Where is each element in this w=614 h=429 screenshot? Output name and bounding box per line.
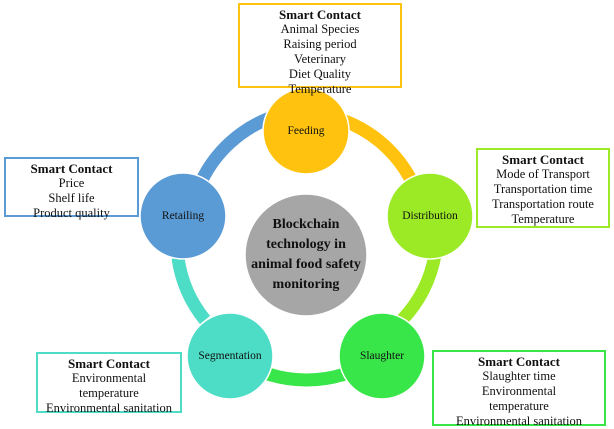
- center-label: Blockchain technology in animal food saf…: [251, 217, 361, 292]
- box-item: Veterinary: [293, 52, 347, 66]
- arc-segmentation-retailing: [171, 256, 211, 325]
- box-item: Environmental: [481, 384, 557, 398]
- box-item: Product quality: [33, 206, 110, 220]
- slaughter-contract-box: Smart Contact Slaughter time Environment…: [432, 350, 606, 428]
- node-slaughter: Slaughter: [359, 350, 405, 362]
- box-item: Raising period: [283, 37, 357, 51]
- box-item: Temperature: [511, 212, 575, 226]
- box-item: Transportation time: [493, 182, 593, 196]
- segmentation-contract-box: Smart Contact Environmental temperature …: [36, 352, 182, 415]
- distribution-contract-box: Smart Contact Mode of Transport Transpor…: [476, 148, 610, 228]
- box-title: Smart Contact: [478, 354, 560, 369]
- retailing-contract-box: Smart Contact Price Shelf life Product q…: [4, 157, 139, 220]
- node-feeding: Feeding: [287, 125, 325, 137]
- box-item: Mode of Transport: [496, 167, 590, 181]
- box-title: Smart Contact: [68, 356, 150, 371]
- box-item: Slaughter time: [482, 369, 556, 383]
- box-item: Environmental: [71, 371, 147, 385]
- box-item: Environmental sanitation: [45, 401, 172, 415]
- box-item: Shelf life: [48, 191, 95, 205]
- box-title: Smart Contact: [502, 152, 584, 167]
- arc-retailing-feeding: [196, 111, 273, 183]
- box-item: Price: [58, 176, 85, 190]
- box-item: Temperature: [288, 82, 352, 96]
- box-item: Environmental sanitation: [455, 414, 582, 428]
- box-item: Transportation route: [492, 197, 594, 211]
- arc-slaughter-segmentation: [266, 367, 347, 387]
- box-item: Diet Quality: [288, 67, 352, 81]
- node-segmentation: Segmentation: [198, 350, 262, 362]
- box-item: temperature: [79, 386, 139, 400]
- arc-distribution-slaughter: [397, 253, 442, 325]
- box-item: temperature: [489, 399, 549, 413]
- box-title: Smart Contact: [30, 161, 113, 176]
- box-title: Smart Contact: [279, 7, 361, 22]
- node-retailing: Retailing: [161, 210, 205, 222]
- node-distribution: Distribution: [402, 210, 458, 222]
- box-item: Animal Species: [280, 22, 360, 36]
- feeding-contract-box: Smart Contact Animal Species Raising per…: [238, 3, 402, 96]
